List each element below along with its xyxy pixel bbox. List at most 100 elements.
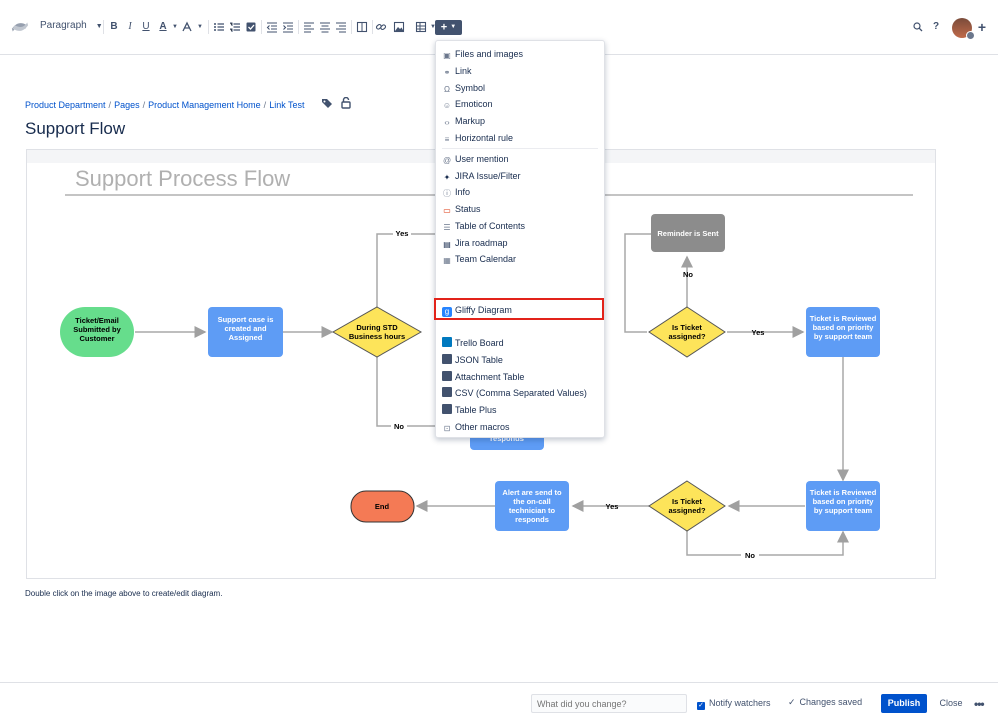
image-icon[interactable]: [393, 19, 405, 35]
menu-item-csv[interactable]: CSV (Comma Separated Values): [442, 386, 587, 400]
notify-watchers-checkbox[interactable]: ✓Notify watchers: [697, 698, 771, 710]
page-layout-icon[interactable]: [356, 19, 368, 35]
task-checkbox-icon[interactable]: [245, 19, 257, 35]
breadcrumb-item[interactable]: Pages: [114, 100, 140, 110]
menu-item-emoticon[interactable]: ☺Emoticon: [442, 97, 493, 111]
menu-item-other-macros[interactable]: ⊡Other macros: [442, 420, 510, 434]
paragraph-style-dropdown[interactable]: Paragraph▼: [40, 20, 103, 31]
menu-item-label: Emoticon: [455, 99, 493, 109]
save-status-label: Changes saved: [799, 697, 863, 707]
menu-item-label: Jira roadmap: [455, 238, 508, 248]
toolbar-divider: [372, 20, 373, 34]
flow-node-reminder[interactable]: Reminder is Sent: [651, 214, 725, 252]
breadcrumb-item[interactable]: Product Management Home: [148, 100, 261, 110]
menu-item-markup[interactable]: ‹›Markup: [442, 114, 485, 128]
menu-divider: [442, 148, 598, 149]
more-options-icon[interactable]: •••: [974, 697, 985, 711]
menu-item-link[interactable]: ⚭Link: [442, 64, 472, 78]
node-label: Is Ticket assigned?: [668, 323, 706, 341]
align-right-icon[interactable]: [335, 19, 347, 35]
node-label: Support case is created and Assigned: [217, 315, 274, 342]
toc-icon: ☰: [443, 223, 451, 232]
notify-watchers-label: Notify watchers: [709, 698, 771, 708]
menu-item-files-images[interactable]: ▣Files and images: [442, 47, 523, 61]
edge-label-yes: Yes: [606, 502, 619, 511]
toolbar-divider: [208, 20, 209, 34]
flow-node-start[interactable]: Ticket/Email Submitted by Customer: [60, 307, 134, 357]
menu-item-label: Status: [455, 204, 481, 214]
indent-icon[interactable]: [282, 19, 294, 35]
help-button[interactable]: ?: [932, 21, 940, 32]
calendar-icon: ▦: [443, 256, 451, 265]
connector-lines: [135, 233, 849, 556]
insert-more-label: +: [440, 21, 448, 34]
create-button[interactable]: +: [977, 19, 987, 35]
chevron-down-icon: ▼: [450, 24, 457, 30]
menu-item-horizontal-rule[interactable]: ≡Horizontal rule: [442, 131, 513, 145]
label-tag-icon[interactable]: [322, 99, 332, 108]
bullet-list-icon[interactable]: [213, 19, 225, 35]
confluence-logo-icon[interactable]: [11, 18, 29, 36]
menu-item-jira-roadmap[interactable]: ▤Jira roadmap: [442, 236, 508, 250]
flow-node-alert[interactable]: Alert are send to the on-call technician…: [495, 481, 569, 531]
menu-item-team-calendar[interactable]: ▦Team Calendar: [442, 252, 516, 266]
diagram-canvas: Support Process Flow Ticket/Email Submit…: [60, 166, 913, 560]
menu-item-label: CSV (Comma Separated Values): [455, 388, 587, 398]
flow-node-case-created[interactable]: Support case is created and Assigned: [208, 307, 283, 357]
gliffy-icon: g: [442, 307, 452, 317]
menu-item-jira-issue[interactable]: ✦JIRA Issue/Filter: [442, 169, 521, 183]
flow-decision-assigned-top[interactable]: Is Ticket assigned?: [648, 306, 726, 358]
menu-item-label: User mention: [455, 154, 509, 164]
trello-icon: [442, 337, 452, 347]
table-icon: [442, 404, 452, 414]
menu-item-attachment-table[interactable]: Attachment Table: [442, 370, 524, 384]
flow-node-end[interactable]: End: [350, 490, 415, 523]
avatar[interactable]: [952, 18, 975, 40]
menu-item-user-mention[interactable]: @User mention: [442, 152, 509, 166]
menu-item-trello-board[interactable]: Trello Board: [442, 336, 504, 350]
edge-label-no: No: [745, 551, 755, 560]
breadcrumb-separator: /: [263, 100, 267, 110]
search-icon[interactable]: [912, 19, 924, 35]
publish-button[interactable]: Publish: [881, 694, 927, 713]
flow-decision-business-hours[interactable]: During STD Business hours: [331, 306, 423, 358]
text-color-button[interactable]: A: [159, 21, 167, 32]
menu-item-status[interactable]: ▭ Status: [442, 202, 481, 216]
align-left-icon[interactable]: [303, 19, 315, 35]
link-icon: ⚭: [443, 68, 451, 77]
underline-button[interactable]: U: [142, 21, 150, 32]
change-comment-input[interactable]: [531, 694, 687, 713]
bold-button[interactable]: B: [110, 21, 118, 32]
menu-item-table-plus[interactable]: Table Plus: [442, 403, 497, 417]
menu-item-table-of-contents[interactable]: ☰ Table of Contents: [442, 219, 525, 233]
table-icon[interactable]: [415, 19, 427, 35]
menu-item-label: Symbol: [455, 83, 486, 93]
flow-node-reviewed-top[interactable]: Ticket is Reviewed based on priority by …: [806, 307, 880, 357]
menu-item-label: Markup: [455, 116, 486, 126]
status-icon: ▭: [443, 206, 451, 215]
chevron-down-icon[interactable]: ▼: [430, 24, 436, 30]
text-format-icon[interactable]: [181, 19, 193, 35]
insert-more-button[interactable]: + ▼: [435, 20, 462, 35]
chevron-down-icon[interactable]: ▼: [172, 24, 178, 30]
align-center-icon[interactable]: [319, 19, 331, 35]
chevron-down-icon[interactable]: ▼: [197, 24, 203, 30]
outdent-icon[interactable]: [266, 19, 278, 35]
numbered-list-icon[interactable]: [229, 19, 241, 35]
italic-button[interactable]: I: [128, 21, 132, 32]
close-button[interactable]: Close: [939, 698, 963, 708]
breadcrumb-item[interactable]: Link Test: [269, 100, 305, 110]
link-icon[interactable]: [375, 19, 387, 35]
flow-node-reviewed-bottom[interactable]: Ticket is Reviewed based on priority by …: [806, 481, 880, 531]
menu-item-json-table[interactable]: JSON Table: [442, 353, 503, 367]
save-status: ✓Changes saved: [788, 697, 862, 708]
chevron-down-icon: ▼: [95, 23, 103, 30]
breadcrumb-item[interactable]: Product Department: [25, 100, 106, 110]
flow-decision-assigned-bottom[interactable]: Is Ticket assigned?: [648, 480, 726, 532]
menu-item-label: Table of Contents: [455, 221, 526, 231]
restrictions-lock-icon[interactable]: [341, 96, 351, 109]
